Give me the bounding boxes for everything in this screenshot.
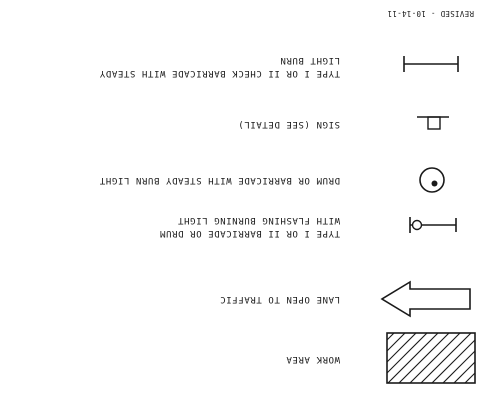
type-i-ii-check-barricade-icon: [402, 55, 460, 73]
barricade-drum-flashing-light-icon: [408, 215, 458, 235]
work-area-hatch-icon: [386, 332, 476, 384]
legend-label: LANE OPEN TO TRAFFIC: [220, 292, 340, 305]
legend-label: WORK AREA: [286, 352, 340, 365]
lane-open-arrow-icon: [380, 280, 472, 318]
legend-label: TYPE I OR II BARRICADE OR DRUM WITH FLAS…: [159, 213, 340, 239]
sign-icon: [416, 110, 450, 132]
legend-label-line: LIGHT BURN: [279, 55, 340, 65]
legend-label: DRUM OR BARRICADE WITH STEADY BURN LIGHT: [99, 173, 340, 186]
legend-label-line: TYPE I OR II BARRICADE OR DRUM: [159, 228, 340, 238]
revision-date: REVISED - 10-14-11: [387, 9, 474, 18]
legend-label-line: WITH FLASHING BURNING LIGHT: [177, 215, 341, 225]
drum-barricade-steady-light-icon: [418, 166, 446, 194]
legend-label-line: DRUM OR BARRICADE WITH STEADY BURN LIGHT: [99, 175, 340, 185]
legend-label: TYPE I OR II CHECK BARRICADE WITH STEADY…: [99, 53, 340, 79]
legend-label-line: WORK AREA: [285, 354, 340, 364]
legend-label-line: SIGN (SEE DETAIL): [237, 119, 340, 129]
legend-label-line: LANE OPEN TO TRAFFIC: [219, 294, 340, 304]
legend-label: SIGN (SEE DETAIL): [238, 117, 340, 130]
legend-label-line: TYPE I OR II CHECK BARRICADE WITH STEADY: [99, 68, 340, 78]
